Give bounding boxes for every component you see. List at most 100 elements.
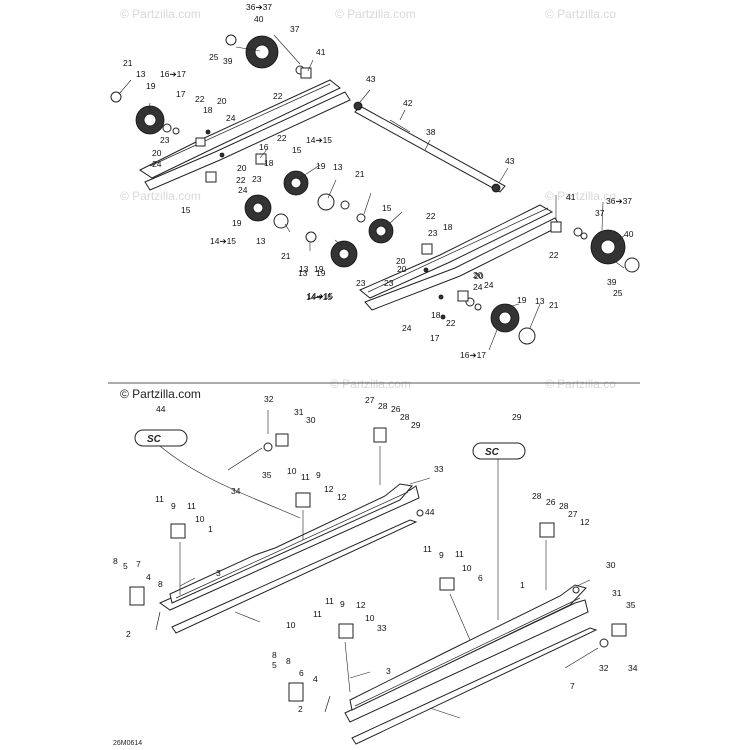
callout-label: 34 (231, 486, 241, 496)
callout-label: 14➔15 (210, 236, 236, 246)
callout-label: 11 (325, 596, 334, 606)
callout-label: 22 (277, 133, 287, 143)
callout-label: 28 (532, 491, 542, 501)
callout-label: 18 (443, 222, 453, 232)
callout-label: 23 (356, 278, 366, 288)
callout-label: 44 (425, 507, 435, 517)
callout-label: 6 (299, 668, 304, 678)
callout-label: 24 (402, 323, 412, 333)
callout-label: 21 (123, 58, 133, 68)
callout-label: 16➔17 (460, 350, 486, 360)
callout-label: 20 (217, 96, 227, 106)
callout-label: 28 (559, 501, 569, 511)
callout-label: 17 (176, 89, 186, 99)
svg-text:SC: SC (485, 447, 500, 458)
idler-wheel (368, 218, 394, 244)
callout-label: 18 (203, 105, 213, 115)
callout-label: 35 (626, 600, 636, 610)
callout-label: 20 (237, 163, 247, 173)
callout-label: 38 (426, 127, 436, 137)
watermark-text: © Partzilla.com (120, 7, 201, 21)
callout-label: 2 (126, 629, 131, 639)
callout-label: 13 (298, 268, 308, 278)
callout-label: 10 (195, 514, 205, 524)
bottom-callouts: 44 32 31 30 27 28 26 28 29 35 34 10 11 9… (113, 394, 638, 714)
callout-label: 10 (462, 563, 472, 573)
callout-label: 20 (473, 270, 483, 280)
callout-label: 17 (430, 333, 440, 343)
callout-label: 36➔37 (606, 196, 632, 206)
callout-label: 10 (365, 613, 375, 623)
idler-wheel (244, 194, 272, 222)
callout-label: 11 (155, 494, 164, 504)
callout-label: 21 (355, 169, 365, 179)
callout-label: 9 (171, 501, 176, 511)
idler-wheel (490, 303, 520, 333)
callout-label: 7 (570, 681, 575, 691)
callout-label: 15 (382, 203, 392, 213)
callout-label: 11 (313, 609, 322, 619)
callout-label: 13 (256, 236, 266, 246)
callout-label: 41 (316, 47, 326, 57)
callout-label: 12 (324, 484, 334, 494)
callout-label: 3 (216, 568, 221, 578)
decal-logo: SC (134, 429, 188, 447)
callout-label: 21 (281, 251, 291, 261)
callout-label: 9 (316, 470, 321, 480)
callout-label: 11 (301, 472, 310, 482)
callout-label: 8 (272, 650, 277, 660)
callout-label: 11 (187, 501, 196, 511)
idler-wheel (590, 229, 626, 265)
callout-label: 14➔15 (307, 291, 333, 301)
callout-label: 32 (599, 663, 609, 673)
callout-label: 20 (396, 256, 406, 266)
callout-label: 7 (136, 559, 141, 569)
top-assembly: 36➔37 40 37 25 39 41 22 21 13 16➔17 19 1… (110, 2, 640, 360)
callout-label: 19 (517, 295, 527, 305)
idler-wheel (245, 35, 279, 69)
watermark-text: © Partzilla.com (120, 189, 201, 203)
callout-label: 19 (316, 268, 326, 278)
leader-lines (179, 410, 591, 719)
callout-label: 37 (595, 208, 605, 218)
callout-label: 25 (613, 288, 623, 298)
callout-label: 34 (628, 663, 638, 673)
bottom-assembly: SC SC (113, 394, 638, 745)
callout-label: 31 (612, 588, 622, 598)
callout-label: 27 (365, 395, 375, 405)
callout-label: 39 (607, 277, 617, 287)
callout-label: 20 (474, 271, 484, 281)
callout-label: 21 (549, 300, 559, 310)
idler-wheel (135, 105, 165, 135)
callout-label: 42 (403, 98, 413, 108)
callout-label: 14➔15 (306, 292, 332, 302)
callout-label: 28 (378, 401, 388, 411)
callout-label: 15 (181, 205, 191, 215)
callout-label: 24 (226, 113, 236, 123)
callout-label: 16 (259, 142, 269, 152)
callout-label: 41 (566, 192, 576, 202)
callout-label: 1 (208, 524, 213, 534)
callout-label: 8 (113, 556, 118, 566)
callout-label: 44 (156, 404, 166, 414)
callout-label: 30 (606, 560, 616, 570)
callout-label: 22 (236, 175, 246, 185)
copyright-text: © Partzilla.com (120, 387, 201, 401)
svg-text:SC: SC (147, 434, 162, 445)
callout-label: 1 (520, 580, 525, 590)
callout-label: 40 (254, 14, 264, 24)
callout-label: 5 (123, 561, 128, 571)
callout-label: 19 (314, 264, 324, 274)
callout-label: 25 (209, 52, 219, 62)
callout-label: 9 (439, 550, 444, 560)
watermarks: © Partzilla.com © Partzilla.com © Partzi… (120, 7, 616, 391)
callout-label: 22 (273, 91, 283, 101)
callout-label: 23 (384, 278, 394, 288)
callout-label: 12 (580, 517, 590, 527)
leader-lines (118, 34, 626, 351)
callout-label: 22 (446, 318, 456, 328)
callout-label: 20 (152, 148, 162, 158)
callout-label: 31 (294, 407, 304, 417)
callout-label: 2 (298, 704, 303, 714)
callout-label: 23 (252, 174, 262, 184)
